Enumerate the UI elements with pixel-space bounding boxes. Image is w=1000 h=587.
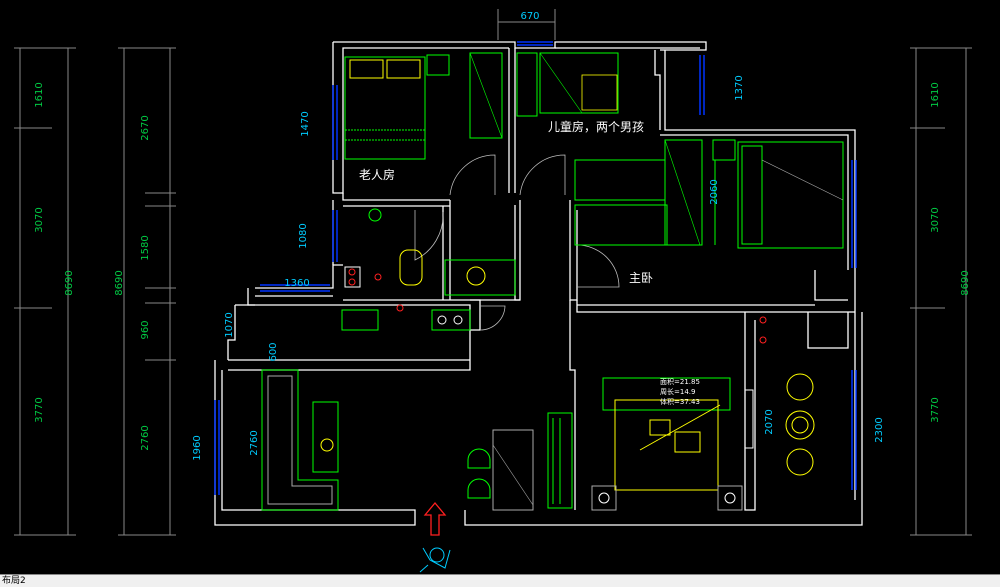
dim-mid-2670: 2670 xyxy=(140,115,151,140)
bed-note-area: 面积=21.85 xyxy=(660,377,700,386)
dim-left-3070: 3070 xyxy=(34,207,45,232)
dim-left-8690: 8690 xyxy=(64,270,75,295)
dim-top-670: 670 xyxy=(520,11,539,22)
upper-right-bedroom-furniture xyxy=(712,139,844,249)
doors xyxy=(414,154,620,331)
dim-left-3770: 3770 xyxy=(34,397,45,422)
dim-mid-1580: 1580 xyxy=(140,235,151,260)
living-room-furniture xyxy=(261,369,339,511)
balcony-chairs xyxy=(759,316,815,476)
dim-1070: 1070 xyxy=(224,312,235,337)
right-dimension-chains xyxy=(910,47,972,536)
dim-1360: 1360 xyxy=(284,278,309,289)
dim-1370: 1370 xyxy=(734,75,745,100)
dim-2760-inner: 2760 xyxy=(249,430,260,455)
dim-right-8690: 8690 xyxy=(960,270,971,295)
dim-2070: 2070 xyxy=(764,409,775,434)
dim-mid-8690: 8690 xyxy=(114,270,125,295)
entry-arrow xyxy=(423,501,447,536)
dim-2060: 2060 xyxy=(709,179,720,204)
walls xyxy=(214,41,863,526)
room-label-elderly: 老人房 xyxy=(359,167,395,182)
dim-2300: 2300 xyxy=(874,417,885,442)
bed-note-perimeter: 周长=14.9 xyxy=(660,387,695,396)
top-dimension xyxy=(497,9,556,40)
left-dimension-chains xyxy=(14,47,176,536)
bathroom-fixtures xyxy=(344,208,516,296)
dim-600: 600 xyxy=(268,342,279,361)
dim-right-3070: 3070 xyxy=(930,207,941,232)
dim-1470: 1470 xyxy=(300,111,311,136)
room-label-kids: 儿童房，两个男孩 xyxy=(548,119,644,134)
dim-left-1610: 1610 xyxy=(34,82,45,107)
dim-mid-2760: 2760 xyxy=(140,425,151,450)
kitchen-fixtures xyxy=(341,304,471,331)
layout-tab-bar: 布局2 xyxy=(0,574,1000,587)
person-figure xyxy=(419,547,451,573)
bed-note-volume: 体积=37.43 xyxy=(660,397,700,406)
dim-1080: 1080 xyxy=(298,223,309,248)
dim-right-1610: 1610 xyxy=(930,82,941,107)
room-label-master: 主卧 xyxy=(629,271,653,285)
windows xyxy=(214,41,857,495)
dim-right-3770: 3770 xyxy=(930,397,941,422)
elderly-room-furniture xyxy=(344,52,503,160)
master-bedroom-furniture xyxy=(591,377,754,511)
kids-room-furniture xyxy=(516,52,703,246)
dim-1960: 1960 xyxy=(192,435,203,460)
dim-mid-960: 960 xyxy=(140,320,151,339)
dining-furniture xyxy=(467,412,573,511)
layout-tab[interactable]: 布局2 xyxy=(2,576,26,586)
